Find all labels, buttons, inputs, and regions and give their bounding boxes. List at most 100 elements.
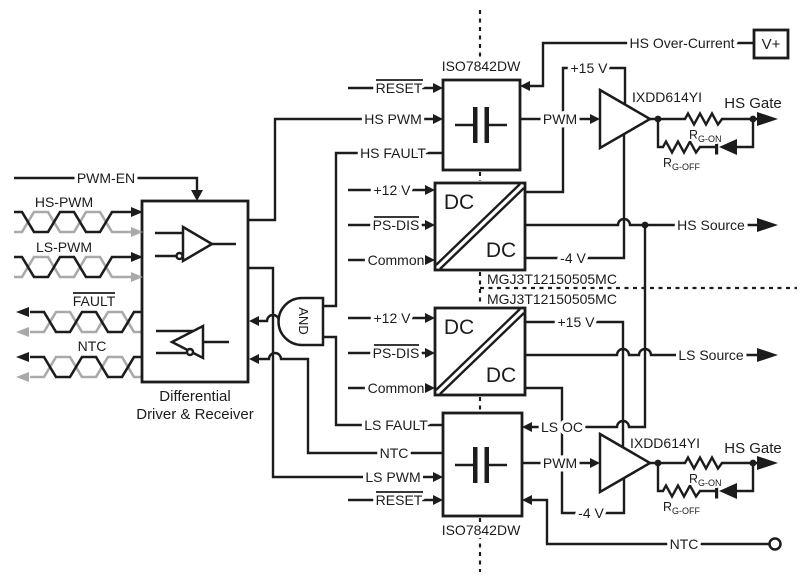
- ntc-terminal-icon: [768, 537, 782, 551]
- ps-dis-bottom-label: PS-DIS: [373, 345, 420, 361]
- ps-dis-top-label: PS-DIS: [373, 217, 420, 233]
- dc-label-2: DC: [486, 239, 516, 262]
- hs-source-junction-dot: [641, 221, 649, 229]
- hs-pwm-arrow-icon: [433, 114, 443, 124]
- iso-top-label: ISO7842DW: [442, 58, 521, 74]
- driver-buffer-leads: [155, 231, 236, 258]
- ls-source-arrow-icon: [757, 348, 778, 362]
- driver-buffer-icon: [181, 224, 215, 264]
- diff-label-line1: Differential: [159, 388, 230, 405]
- diode-top-icon: [719, 139, 737, 155]
- plus15-bottom-label: +15 V: [558, 314, 596, 330]
- pwm-top-label: PWM: [543, 111, 577, 127]
- iso-bottom-label: ISO7842DW: [442, 522, 521, 538]
- hs-source-label: HS Source: [677, 217, 745, 233]
- ls-fault-label: LS FAULT: [364, 417, 428, 433]
- twisted-pair-hs-pwm: [14, 210, 132, 234]
- overline-bars: [73, 79, 423, 493]
- iso-bottom-block: [441, 411, 524, 518]
- hs-pwm-label: HS PWM: [364, 111, 422, 127]
- dcdc-top-diagonal-icon: [435, 183, 525, 270]
- wire-ls-oc: [532, 225, 647, 429]
- plus15-top-label: +15 V: [571, 60, 609, 76]
- junctions: [641, 115, 782, 551]
- common-top-arrow-icon: [425, 255, 435, 265]
- ntc-mid-label: NTC: [380, 445, 409, 461]
- wire-hs-pwm: [248, 117, 434, 222]
- fault-black-arrow-icon: [16, 307, 29, 317]
- ls-pwm-black-arrow-icon: [131, 252, 143, 262]
- ls-pwm-arrow-icon: [433, 472, 443, 482]
- wire-gate-top-rgon: [650, 110, 757, 128]
- ixdd-top-label: IXDD614YI: [632, 89, 702, 105]
- pwm-top-arrow-icon: [590, 114, 600, 124]
- dc-label-3: DC: [444, 316, 474, 339]
- ls-oc-label: LS OC: [541, 419, 583, 435]
- common-bottom-label: Common: [368, 380, 425, 396]
- iso-top-capacitor-icon: [473, 107, 478, 143]
- v-plus-box: [752, 28, 790, 60]
- wire-and-output: [259, 313, 281, 323]
- mgj-top-label: MGJ3T12150505MC: [487, 271, 617, 287]
- wire-minus4-top: [525, 134, 626, 260]
- pwm-en-label: PWM-EN: [77, 170, 135, 186]
- ntc-bottom-label: NTC: [670, 536, 699, 552]
- fault-pair-label: FAULT: [73, 293, 116, 309]
- gate-bottom-junction-dot-2: [749, 459, 757, 467]
- dc-label-1: DC: [444, 191, 474, 214]
- pwm-en-arrow-icon: [191, 190, 203, 201]
- ntc-black-arrow-icon: [16, 352, 29, 362]
- rg-off-bottom-label: RG-OFF: [663, 500, 701, 516]
- wire-ntc-mid: [259, 351, 443, 455]
- rg-on-top-label: RG-ON: [689, 128, 722, 144]
- dcdc-top-block: [433, 181, 527, 272]
- isolation-boundary: [478, 10, 797, 572]
- wire-pwm-en: [14, 176, 199, 191]
- arrowheads: [16, 81, 778, 505]
- diode-top-bar-icon: [715, 139, 719, 155]
- minus4-top-label: -4 V: [560, 250, 586, 266]
- labels: PWM-EN HS-PWM LS-PWM FAULT NTC Different…: [35, 32, 782, 556]
- twisted-pair-fault: [30, 310, 142, 334]
- ls-pwm-pair-label: LS-PWM: [36, 239, 92, 255]
- rg-on-bottom-label: RG-ON: [689, 472, 722, 488]
- wire-ls-fault: [323, 335, 443, 427]
- dcdc-bottom-block: [433, 306, 527, 397]
- wire-ls-pwm: [248, 266, 434, 479]
- reset-top-label: RESET: [376, 80, 423, 96]
- wire-hs-over-current: [530, 41, 753, 88]
- diode-bottom-icon: [719, 483, 737, 499]
- dcdc-bottom-diagonal-icon: [435, 308, 525, 395]
- plus12-bottom-arrow-icon: [425, 313, 435, 323]
- iso-top-block: [441, 78, 522, 172]
- ixdd-bottom-label: IXDD614YI: [630, 435, 700, 451]
- reset-bottom-label: RESET: [376, 492, 423, 508]
- wire-hs-fault: [323, 151, 443, 308]
- wire-minus4-bottom: [525, 386, 626, 515]
- wire-dc2-inputs: [348, 316, 426, 390]
- twisted-pair-ls-pwm: [14, 255, 132, 279]
- rg-off-top-label: RG-OFF: [663, 156, 701, 172]
- hs-over-current-label: HS Over-Current: [629, 35, 734, 51]
- fault-gray-arrow-icon: [16, 327, 29, 337]
- plus12-top-arrow-icon: [425, 185, 435, 195]
- ls-gate-arrow-icon: [757, 456, 778, 470]
- wire-ls-source: [525, 347, 757, 357]
- ls-pwm-label: LS PWM: [365, 469, 420, 485]
- hs-fault-label: HS FAULT: [360, 145, 426, 161]
- hs-gate-arrow-icon: [757, 112, 778, 126]
- hs-pwm-pair-label: HS-PWM: [35, 194, 93, 210]
- and-gate-label: AND: [296, 307, 311, 334]
- common-top-label: Common: [368, 252, 425, 268]
- and-gate-icon: [277, 296, 325, 347]
- ntc-link-arrow-icon: [522, 495, 532, 505]
- and-output-arrow-icon: [249, 316, 259, 326]
- hs-gate-top-label: HS Gate: [724, 95, 782, 112]
- pwm-bottom-label: PWM: [543, 455, 577, 471]
- gate-top-junction-dot-1: [654, 115, 662, 123]
- wire-ntc-bottom: [532, 498, 769, 546]
- dc-label-4: DC: [486, 364, 516, 387]
- wire-plus15-top: [525, 66, 627, 194]
- reset-bottom-arrow-icon: [433, 495, 443, 505]
